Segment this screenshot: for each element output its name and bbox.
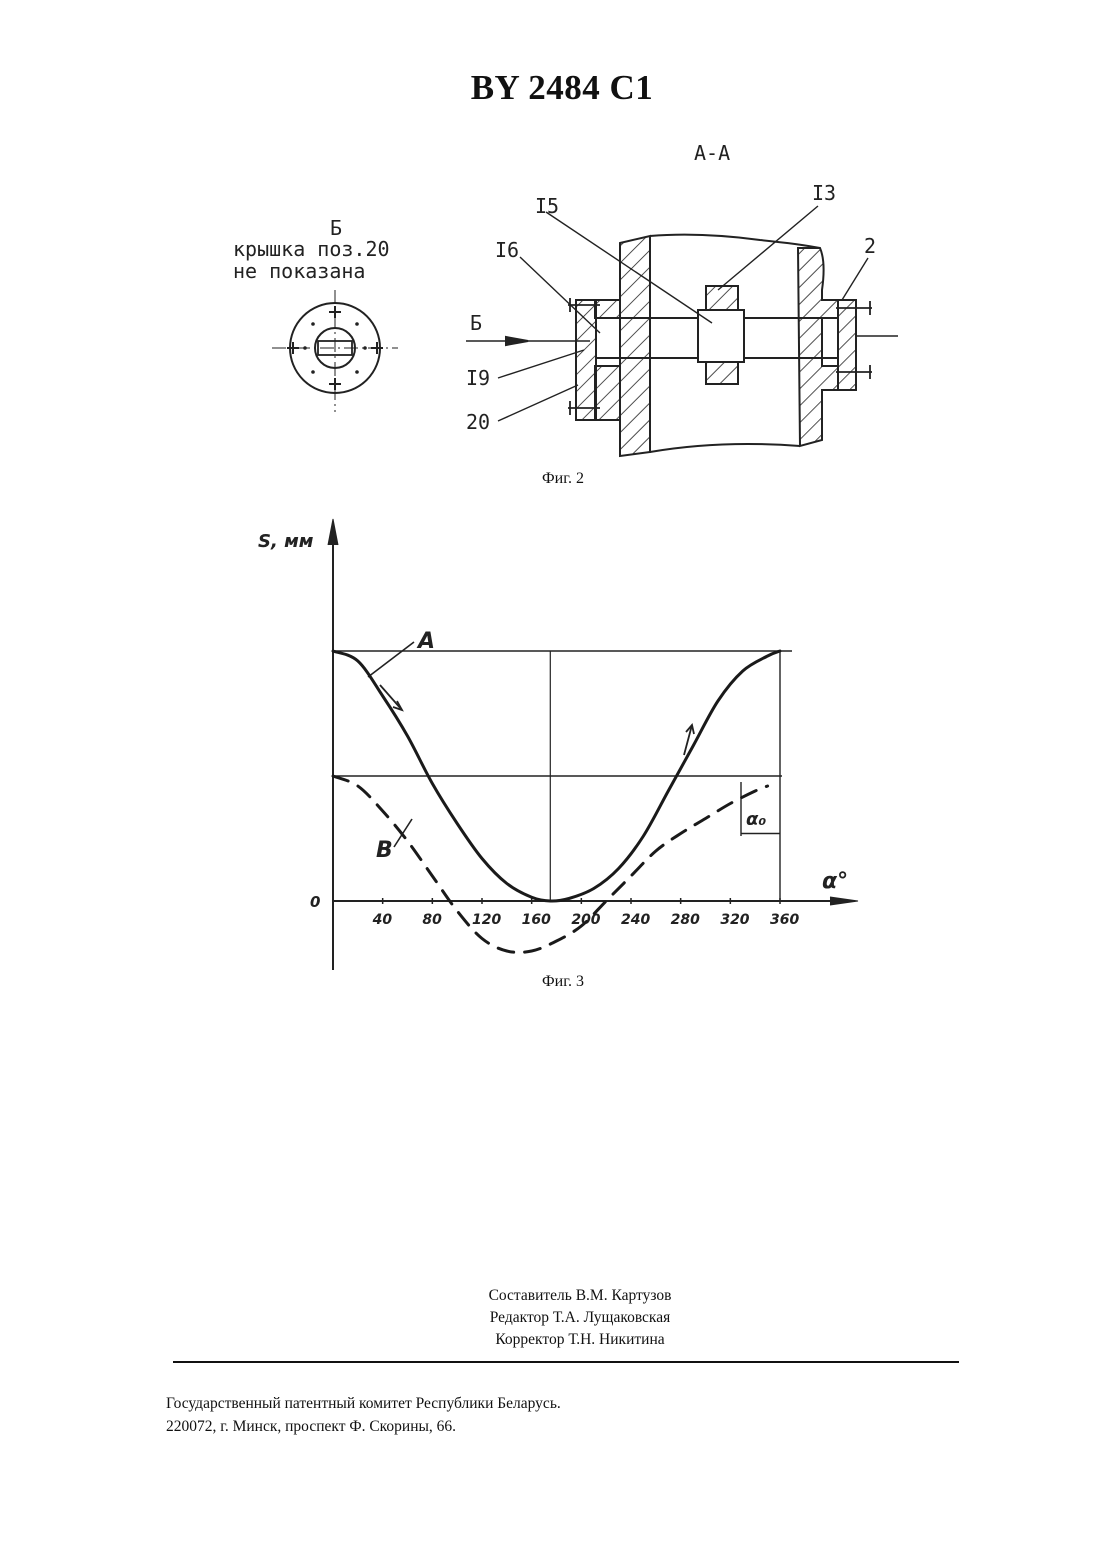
- x-tick-label: 160: [522, 912, 551, 928]
- figure-2-caption: Фиг. 2: [503, 470, 623, 488]
- callout-19: I9: [466, 366, 490, 390]
- footer-rule: [173, 1361, 959, 1363]
- compiler-line: Составитель В.М. Картузов: [380, 1285, 780, 1307]
- x-tick-label: 120: [472, 912, 501, 928]
- cover-note-line2: не показана: [233, 259, 365, 283]
- end-view-circle: [272, 290, 398, 412]
- figure-3-chart: S, мм α° 0 A B α₀ 4080120160200240280320…: [0, 505, 1100, 980]
- credits-block: Составитель В.М. Картузов Редактор Т.А. …: [380, 1285, 780, 1351]
- x-tick-label: 80: [422, 912, 442, 928]
- x-tick-label: 360: [770, 912, 799, 928]
- x-tick-label: 240: [621, 912, 650, 928]
- series-a-label: A: [416, 629, 435, 654]
- x-tick-label: 40: [372, 912, 393, 928]
- cover-note-line1: крышка поз.20: [233, 237, 390, 261]
- publisher-block: Государственный патентный комитет Респуб…: [166, 1392, 561, 1438]
- x-tick-label: 320: [720, 912, 749, 928]
- series-a-leader: [368, 642, 414, 677]
- figure-2-drawing: А-А Б крышка поз.20 не показана I5 I3 I6…: [0, 0, 1100, 500]
- x-tick-label: 280: [671, 912, 700, 928]
- publisher-address: 220072, г. Минск, проспект Ф. Скорины, 6…: [166, 1415, 561, 1438]
- editor-line: Редактор Т.А. Лущаковская: [380, 1307, 780, 1329]
- callout-2: 2: [864, 234, 876, 258]
- figure-3-caption: Фиг. 3: [503, 973, 623, 991]
- publisher-name: Государственный патентный комитет Респуб…: [166, 1392, 561, 1415]
- section-a-a-drawing: [466, 206, 898, 456]
- y-axis-arrow: [328, 519, 338, 545]
- callout-20: 20: [466, 410, 490, 434]
- origin-label: 0: [310, 893, 320, 911]
- x-axis-label: α°: [822, 869, 848, 894]
- callout-15: I5: [535, 194, 559, 218]
- alpha0-annotation: α₀: [746, 809, 766, 830]
- arrow-label-b: Б: [470, 311, 482, 335]
- corrector-line: Корректор Т.Н. Никитина: [380, 1329, 780, 1351]
- y-axis-label: S, мм: [258, 531, 314, 552]
- callout-13: I3: [812, 181, 836, 205]
- callout-16: I6: [495, 238, 519, 262]
- section-label: А-А: [694, 141, 730, 165]
- x-axis-arrow: [830, 897, 858, 905]
- series-b-label: B: [376, 838, 393, 863]
